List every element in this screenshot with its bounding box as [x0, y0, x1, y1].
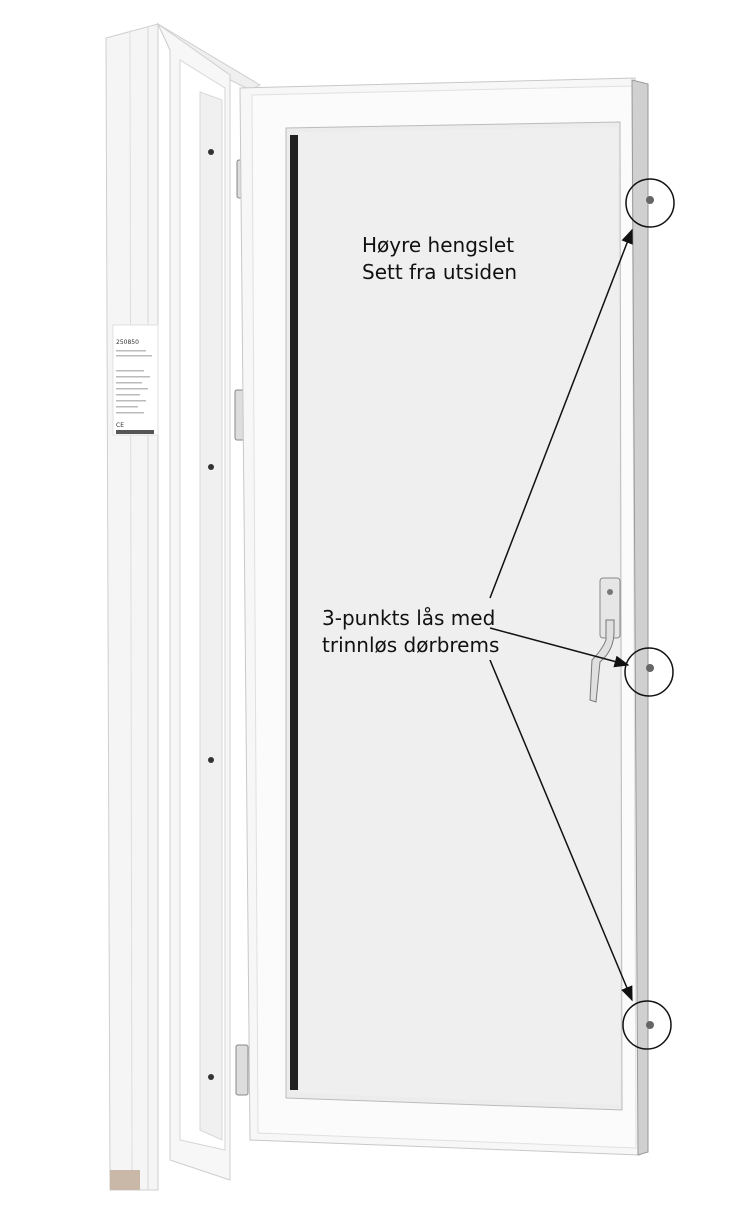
lock-caption-line2: trinnløs dørbrems	[322, 633, 500, 657]
annotation-arrows	[489, 228, 633, 1002]
lock-caption: 3-punkts lås med trinnløs dørbrems	[322, 605, 499, 659]
door-sash	[239, 77, 649, 1156]
lock-point-circle-bottom	[622, 1000, 672, 1050]
lock-point-circle-middle	[624, 647, 674, 697]
product-label: 250850 CE	[112, 324, 159, 436]
frame-screw-holes	[208, 149, 214, 1080]
hinge-side-caption: Høyre hengslet Sett fra utsiden	[362, 232, 517, 286]
door-handle	[589, 577, 621, 703]
lock-point-circles	[622, 178, 675, 1050]
lock-point-circle-top	[625, 178, 675, 228]
lock-caption-line1: 3-punkts lås med	[322, 606, 496, 630]
barcode	[116, 430, 154, 434]
ce-mark: CE	[116, 422, 124, 429]
lock-points	[646, 196, 654, 1029]
arrow-to-bottom-lock	[489, 659, 633, 1002]
frame-bottom-wood	[110, 1170, 140, 1190]
arrow-to-middle-lock	[489, 627, 630, 668]
arrow-to-top-lock	[489, 228, 633, 599]
hinge-caption-line1: Høyre hengslet	[362, 233, 515, 257]
hinge-bottom	[235, 1044, 249, 1096]
label-product-number: 250850	[116, 339, 139, 346]
glass-gasket	[290, 135, 298, 1090]
door-frame	[105, 22, 262, 1191]
hinge-caption-line2: Sett fra utsiden	[362, 260, 518, 284]
